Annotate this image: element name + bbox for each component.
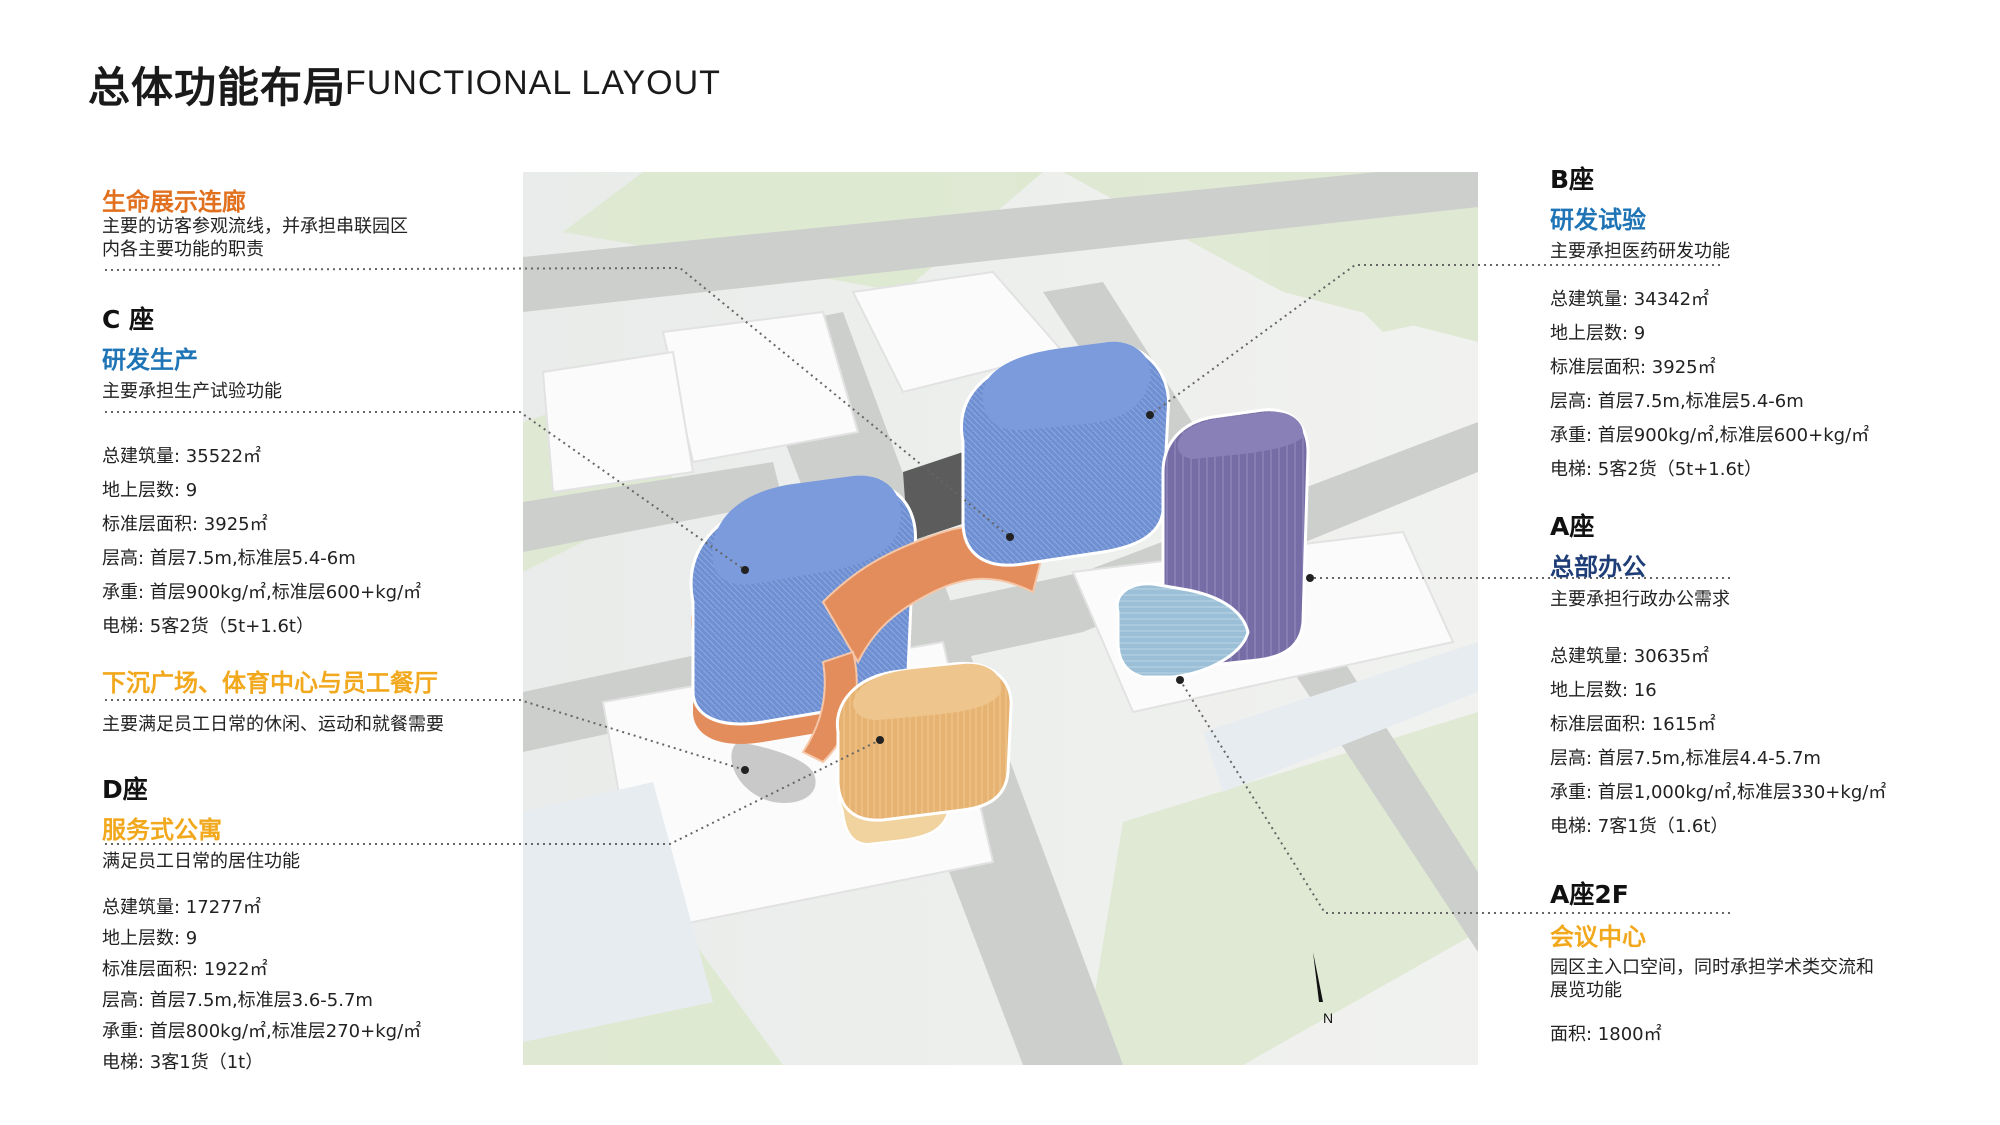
block-a-stat: 地上层数: 16 <box>1550 680 1657 701</box>
block-c-label: C 座 <box>102 305 155 334</box>
block-c-function: 研发生产 <box>102 346 198 374</box>
block-c-stat: 层高: 首层7.5m,标准层5.4-6m <box>102 548 356 569</box>
block-a-stat: 承重: 首层1,000kg/㎡,标准层330+kg/㎡ <box>1550 782 1887 803</box>
north-arrow-icon <box>1313 952 1323 1002</box>
block-d-building <box>835 661 1013 846</box>
block-d-stats: 总建筑量: 17277㎡ 地上层数: 9 标准层面积: 1922㎡ 层高: 首层… <box>102 892 421 1078</box>
block-c-stat: 电梯: 5客2货（5t+1.6t） <box>102 616 314 637</box>
page-title-en: FUNCTIONAL LAYOUT <box>345 64 721 102</box>
plaza-heading: 下沉广场、体育中心与员工餐厅 <box>102 669 438 697</box>
block-c-stat: 总建筑量: 35522㎡ <box>102 446 262 467</box>
block-a-function: 总部办公 <box>1550 553 1646 581</box>
block-d-desc: 满足员工日常的居住功能 <box>102 851 300 872</box>
block-a2f-label: A座2F <box>1550 880 1629 909</box>
block-d-stat: 层高: 首层7.5m,标准层3.6-5.7m <box>102 990 373 1011</box>
block-a-stat: 电梯: 7客1货（1.6t） <box>1550 816 1729 837</box>
block-a2f-stats: 面积: 1800㎡ <box>1550 1018 1662 1052</box>
gallery-desc-2: 内各主要功能的职责 <box>102 239 264 260</box>
block-b-label: B座 <box>1550 165 1595 194</box>
plaza-desc: 主要满足员工日常的休闲、运动和就餐需要 <box>102 714 444 735</box>
block-a-desc: 主要承担行政办公需求 <box>1550 589 1730 610</box>
block-c-stat: 标准层面积: 3925㎡ <box>102 514 268 535</box>
block-d-label: D座 <box>102 775 148 804</box>
block-b-stat: 承重: 首层900kg/㎡,标准层600+kg/㎡ <box>1550 425 1870 446</box>
block-b-stat: 标准层面积: 3925㎡ <box>1550 357 1716 378</box>
gallery-desc-1: 主要的访客参观流线，并承担串联园区 <box>102 216 408 237</box>
block-b-stat: 电梯: 5客2货（5t+1.6t） <box>1550 459 1762 480</box>
block-a2f-stat: 面积: 1800㎡ <box>1550 1024 1662 1045</box>
block-c-stat: 地上层数: 9 <box>102 480 198 501</box>
site-plan-illustration: N <box>523 172 1478 1065</box>
page-title: 总体功能布局 <box>88 63 347 112</box>
block-a2f-desc-1: 园区主入口空间，同时承担学术类交流和 <box>1550 957 1874 978</box>
block-c-stat: 承重: 首层900kg/㎡,标准层600+kg/㎡ <box>102 582 422 603</box>
block-d-stat: 标准层面积: 1922㎡ <box>102 959 268 980</box>
block-d-function: 服务式公寓 <box>102 816 222 844</box>
block-a-stat: 总建筑量: 30635㎡ <box>1550 646 1710 667</box>
block-c-desc: 主要承担生产试验功能 <box>102 381 282 402</box>
block-d-stat: 电梯: 3客1货（1t） <box>102 1052 264 1073</box>
block-b-stats: 总建筑量: 34342㎡ 地上层数: 9 标准层面积: 3925㎡ 层高: 首层… <box>1550 283 1869 487</box>
block-a-label: A座 <box>1550 512 1595 541</box>
block-a-stats: 总建筑量: 30635㎡ 地上层数: 16 标准层面积: 1615㎡ 层高: 首… <box>1550 640 1886 844</box>
block-a2f-desc-2: 展览功能 <box>1550 980 1622 1001</box>
block-b-function: 研发试验 <box>1550 206 1646 234</box>
conference-centre-building <box>1115 582 1250 679</box>
block-b-desc: 主要承担医药研发功能 <box>1550 241 1730 262</box>
block-b-stat: 总建筑量: 34342㎡ <box>1550 289 1710 310</box>
block-d-stat: 承重: 首层800kg/㎡,标准层270+kg/㎡ <box>102 1021 422 1042</box>
block-a-stat: 标准层面积: 1615㎡ <box>1550 714 1716 735</box>
north-label: N <box>1323 1010 1333 1026</box>
block-a-stat: 层高: 首层7.5m,标准层4.4-5.7m <box>1550 748 1821 769</box>
block-b-building <box>960 341 1171 567</box>
block-b-stat: 层高: 首层7.5m,标准层5.4-6m <box>1550 391 1804 412</box>
block-d-stat: 总建筑量: 17277㎡ <box>102 897 262 918</box>
block-b-stat: 地上层数: 9 <box>1550 323 1646 344</box>
gallery-heading: 生命展示连廊 <box>102 188 246 216</box>
block-d-stat: 地上层数: 9 <box>102 928 198 949</box>
block-c-stats: 总建筑量: 35522㎡ 地上层数: 9 标准层面积: 3925㎡ 层高: 首层… <box>102 440 421 644</box>
block-a2f-function: 会议中心 <box>1550 923 1646 951</box>
